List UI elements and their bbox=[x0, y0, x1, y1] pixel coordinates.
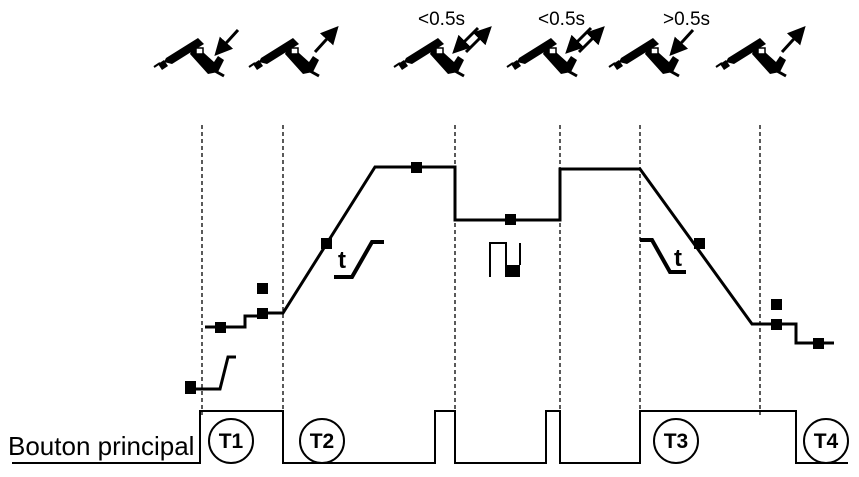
phase-t4: T4 bbox=[803, 418, 849, 464]
phase-t2: T2 bbox=[299, 418, 345, 464]
phase-t2-label: T2 bbox=[310, 430, 335, 453]
torch-press-release-icon bbox=[505, 26, 605, 78]
main-button-label: Bouton principal bbox=[8, 431, 194, 461]
upslope-symbol: t bbox=[334, 240, 384, 279]
torch-release-icon bbox=[247, 26, 339, 78]
phase-t3-label: T3 bbox=[664, 430, 689, 453]
downslope-t-label: t bbox=[674, 245, 682, 272]
upslope-t-label: t bbox=[338, 247, 346, 274]
timing-label-1: <0.5s bbox=[418, 9, 465, 30]
timing-label-3: >0.5s bbox=[663, 9, 710, 30]
timing-label-2: <0.5s bbox=[538, 9, 585, 30]
guide-lines bbox=[201, 125, 761, 415]
phase-t4-label: T4 bbox=[814, 430, 839, 453]
torch-press-icon bbox=[152, 28, 240, 78]
phase-t1: T1 bbox=[208, 418, 254, 464]
torch-release-icon bbox=[714, 26, 806, 78]
torch-press-release-icon bbox=[392, 26, 492, 78]
phase-t3: T3 bbox=[653, 418, 699, 464]
pulse-symbol bbox=[489, 242, 521, 277]
torch-press-icon bbox=[607, 28, 695, 78]
curve-markers bbox=[215, 162, 824, 349]
downslope-symbol: t bbox=[640, 238, 686, 274]
phase-t1-label: T1 bbox=[219, 430, 244, 453]
start-ramp-symbol bbox=[185, 355, 236, 394]
button-signal bbox=[12, 410, 848, 464]
